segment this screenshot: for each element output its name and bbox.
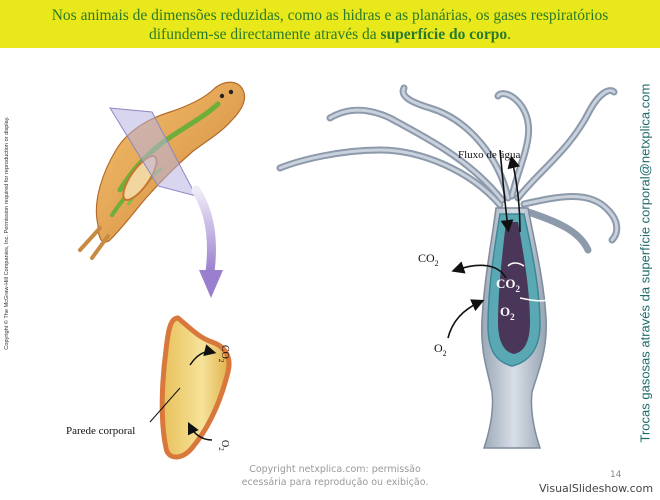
purple-zoom-arrow: [191, 185, 223, 298]
banner-line-1: Nos animais de dimensões reduzidas, como…: [51, 7, 609, 24]
banner-line-2-suffix: .: [507, 26, 511, 43]
svg-text:CO2: CO2: [217, 345, 230, 363]
label-co2-wall: CO2: [217, 345, 230, 363]
label-o2-outside: O2: [434, 341, 447, 358]
hydra-tentacles: [276, 84, 621, 254]
banner-line-2: difundem-se directamente através da supe…: [14, 25, 646, 44]
label-fluxo-agua: Fluxo de água: [458, 149, 520, 161]
svg-text:O2: O2: [434, 341, 447, 358]
watermark-line-1: Copyright netxplica.com: permissão: [249, 464, 421, 475]
visualslideshow-logo[interactable]: VisualSlideshow.com: [539, 482, 654, 495]
label-parede-corporal: Parede corporal: [66, 425, 135, 437]
banner-line-2-prefix: difundem-se directamente através da: [149, 26, 381, 43]
svg-text:CO2: CO2: [496, 276, 521, 294]
label-co2-outside: CO2: [418, 251, 439, 268]
svg-text:CO2: CO2: [418, 251, 439, 268]
label-o2-inside: O2: [500, 304, 515, 322]
label-co2-inside: CO2: [496, 276, 521, 294]
watermark-line-2: ecessária para reprodução ou exibição.: [241, 477, 429, 488]
parede-leader-line: [149, 387, 181, 423]
o2-in-arrow: [187, 421, 213, 441]
svg-text:O2: O2: [217, 440, 230, 451]
label-o2-wall: O2: [217, 440, 230, 451]
title-banner: Nos animais de dimensões reduzidas, como…: [0, 0, 660, 48]
watermark: Copyright netxplica.com: permissão ecess…: [230, 463, 440, 489]
planarian-illustration: [78, 81, 246, 260]
banner-bold-term: superfície do corpo: [380, 26, 508, 43]
slide-number: 14: [610, 470, 622, 480]
svg-text:O2: O2: [500, 304, 515, 322]
body-wall-section: [159, 315, 232, 460]
gastrovascular-cavity: [498, 222, 530, 354]
co2-out-arrow: [189, 344, 217, 366]
hydra-illustration: [276, 84, 621, 449]
